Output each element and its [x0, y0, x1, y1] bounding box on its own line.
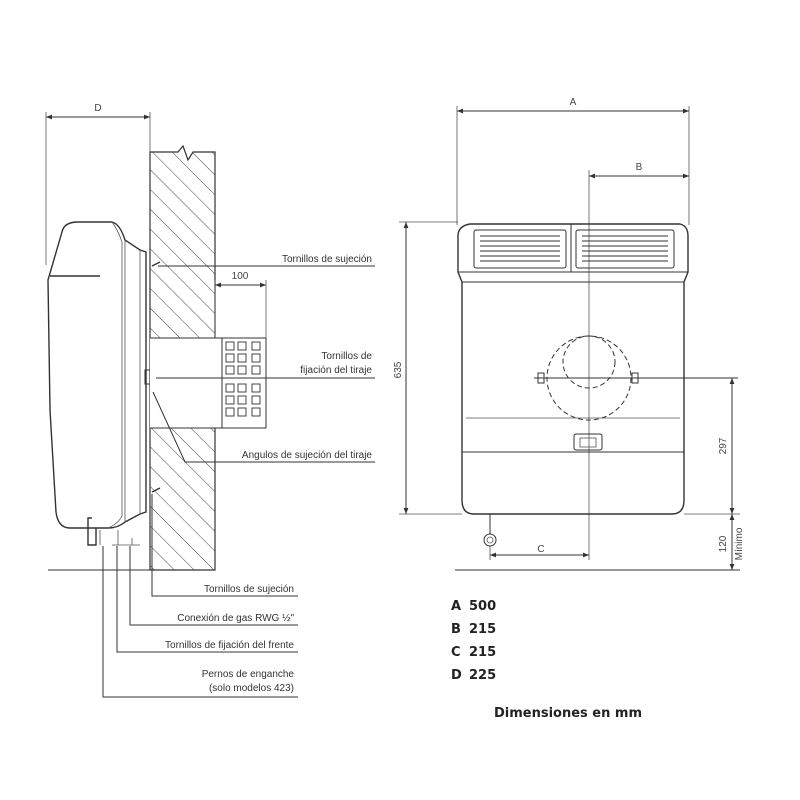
flue-tube — [150, 337, 267, 429]
dimension-120: 120 Mínimo — [718, 514, 745, 570]
svg-text:C: C — [451, 645, 461, 660]
callout-tornillos-sujecion-top: Tornillos de sujeción — [158, 254, 375, 267]
dimension-d: D — [45, 103, 151, 265]
svg-text:Tornillos de: Tornillos de — [321, 351, 372, 362]
svg-text:A: A — [451, 599, 461, 614]
front-view: A B — [393, 97, 745, 571]
dim-100-label: 100 — [232, 271, 249, 282]
callout-conexion-gas: Conexión de gas RWG ½" — [177, 613, 294, 624]
svg-text:Angulos de sujeción del tiraje: Angulos de sujeción del tiraje — [242, 450, 373, 461]
dim-minimo-label: Mínimo — [734, 527, 745, 560]
svg-text:Tornillos de sujeción: Tornillos de sujeción — [282, 254, 372, 265]
callout-tornillos-fijacion-tiraje: Tornillos de fijación del tiraje — [156, 351, 375, 379]
side-view: D — [45, 103, 375, 698]
dimension-b: B — [589, 162, 689, 179]
callout-tornillos-frente: Tornillos de fijación del frente — [165, 640, 294, 651]
legend-row-c: C 215 — [451, 645, 496, 660]
legend-row-a: A 500 — [451, 599, 496, 614]
gas-fitting-front — [483, 514, 497, 547]
gas-connection — [87, 517, 140, 546]
dim-d-label: D — [94, 103, 101, 114]
heater-side-body — [47, 221, 154, 529]
dimension-635: 635 — [393, 221, 462, 515]
flue-vent-grid — [225, 341, 261, 417]
dim-a-label: A — [570, 97, 577, 108]
dim-297-label: 297 — [718, 437, 729, 454]
callout-tornillos-sujecion-bottom: Tornillos de sujeción — [204, 584, 294, 595]
dimension-a: A — [456, 97, 690, 225]
top-grille-left — [473, 229, 567, 269]
dim-635-label: 635 — [393, 361, 404, 378]
svg-text:B: B — [451, 622, 461, 637]
bottom-leaders — [102, 494, 298, 698]
callout-angulos-sujecion: Angulos de sujeción del tiraje — [152, 391, 375, 463]
legend-row-d: D 225 — [451, 668, 496, 683]
svg-text:215: 215 — [469, 622, 496, 637]
dim-120-label: 120 — [718, 535, 729, 552]
heater-front-body — [457, 223, 689, 515]
callout-pernos-line1: Pernos de enganche — [202, 669, 295, 680]
svg-text:500: 500 — [469, 599, 496, 614]
dimension-100: 100 — [214, 271, 267, 338]
callout-pernos-line2: (solo modelos 423) — [209, 683, 294, 694]
dim-c-label: C — [537, 544, 544, 555]
svg-text:D: D — [451, 668, 462, 683]
dimension-legend: A 500 B 215 C 215 D 225 — [451, 599, 496, 683]
top-grille-right — [575, 229, 675, 269]
dimension-297: 297 — [684, 378, 740, 515]
flue-outline — [534, 335, 738, 421]
dim-b-label: B — [636, 162, 643, 173]
units-caption: Dimensiones en mm — [494, 706, 642, 721]
dimension-c: C — [489, 544, 589, 560]
legend-row-b: B 215 — [451, 622, 496, 637]
svg-text:215: 215 — [469, 645, 496, 660]
svg-text:225: 225 — [469, 668, 496, 683]
svg-text:fijación del tiraje: fijación del tiraje — [300, 365, 372, 376]
